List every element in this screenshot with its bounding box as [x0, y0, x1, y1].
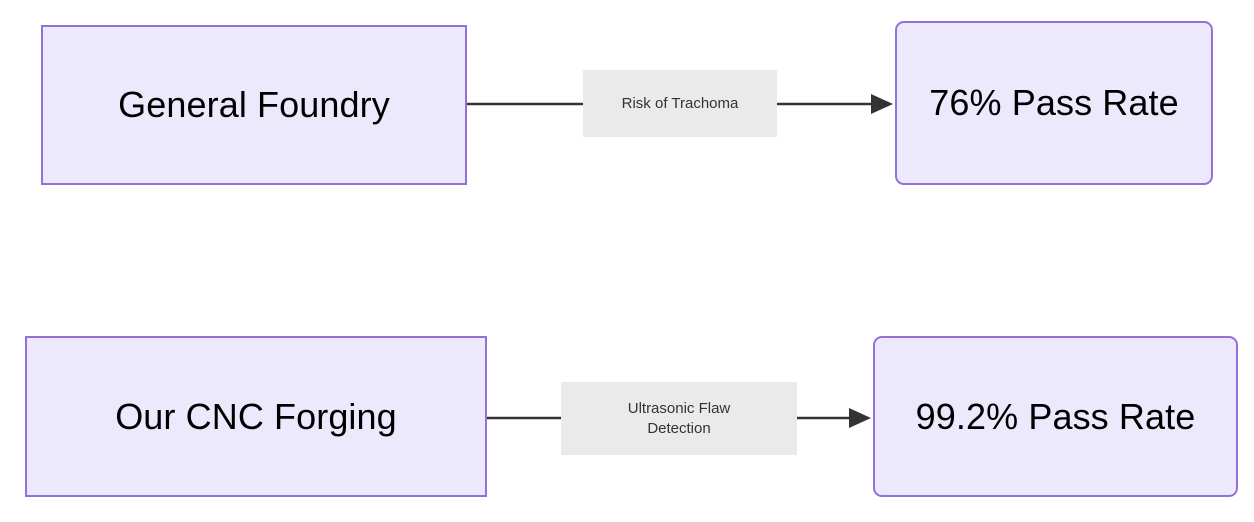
edge-label-risk-text: Risk of Trachoma — [622, 94, 739, 113]
node-our-cnc-forging[interactable]: Our CNC Forging — [25, 336, 487, 497]
edge-label-ultrasonic-text: Ultrasonic Flaw Detection — [628, 399, 731, 437]
node-pass-rate-992[interactable]: 99.2% Pass Rate — [873, 336, 1238, 497]
edge-label-risk-line-1: Risk of Trachoma — [621, 94, 739, 112]
edge-ultrasonic-arrowhead-icon — [849, 408, 871, 428]
edge-label-ultrasonic-line-2: Detection — [647, 419, 711, 437]
node-general-foundry[interactable]: General Foundry — [41, 25, 467, 185]
node-pass-rate-76[interactable]: 76% Pass Rate — [895, 21, 1213, 185]
edge-risk-arrowhead-icon — [871, 94, 893, 114]
node-general-foundry-label: General Foundry — [118, 84, 390, 126]
edge-label-ultrasonic-flaw-detection: Ultrasonic Flaw Detection — [561, 382, 797, 455]
edge-label-ultrasonic-line-1: Ultrasonic Flaw — [627, 400, 731, 418]
edge-label-risk-of-trachoma: Risk of Trachoma — [583, 70, 777, 137]
node-our-cnc-forging-label: Our CNC Forging — [115, 395, 397, 437]
node-pass-rate-76-label: 76% Pass Rate — [929, 82, 1179, 124]
node-pass-rate-992-label: 99.2% Pass Rate — [915, 395, 1196, 437]
